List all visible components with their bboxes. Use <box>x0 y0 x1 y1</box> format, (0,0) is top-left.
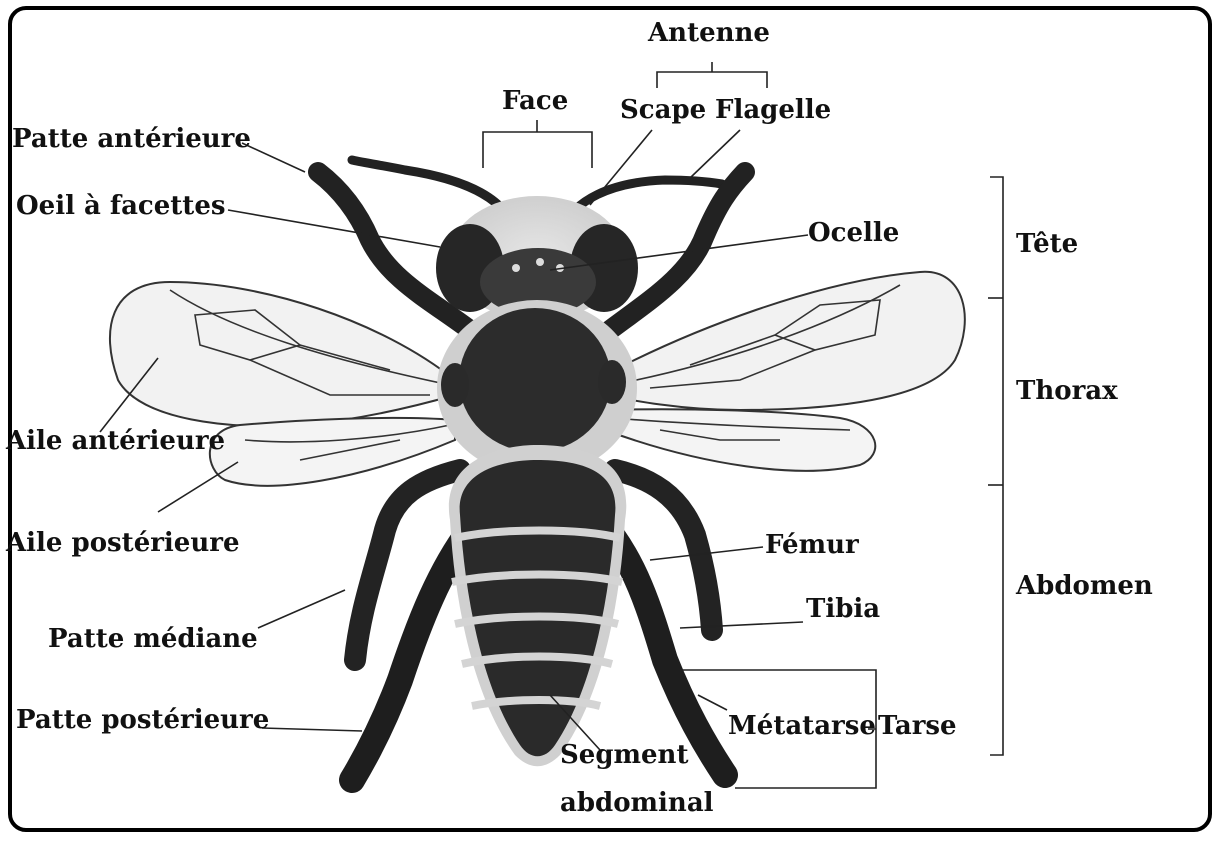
label-femur: Fémur <box>765 532 859 558</box>
label-ocelle: Ocelle <box>808 220 899 246</box>
label-aile-anterieure: Aile antérieure <box>6 428 225 454</box>
label-flagelle: Flagelle <box>715 97 831 123</box>
label-tibia: Tibia <box>806 596 880 622</box>
label-oeil-facettes: Oeil à facettes <box>16 193 226 219</box>
label-patte-mediane: Patte médiane <box>48 626 258 652</box>
label-thorax: Thorax <box>1016 378 1118 404</box>
label-tarse: Tarse <box>878 713 957 739</box>
label-tete: Tête <box>1016 231 1078 257</box>
label-abdominal: abdominal <box>560 790 714 816</box>
label-segment: Segment <box>560 742 688 768</box>
label-aile-posterieure: Aile postérieure <box>6 530 240 556</box>
forewing-left <box>110 282 455 426</box>
label-patte-anterieure: Patte antérieure <box>12 126 251 152</box>
label-abdomen: Abdomen <box>1016 573 1153 599</box>
label-face: Face <box>502 88 568 114</box>
label-metatarse: Métatarse <box>728 713 876 739</box>
label-scape: Scape <box>620 97 706 123</box>
abdomen <box>449 445 626 766</box>
label-antenne: Antenne <box>648 20 770 46</box>
label-patte-posterieure: Patte postérieure <box>16 707 269 733</box>
